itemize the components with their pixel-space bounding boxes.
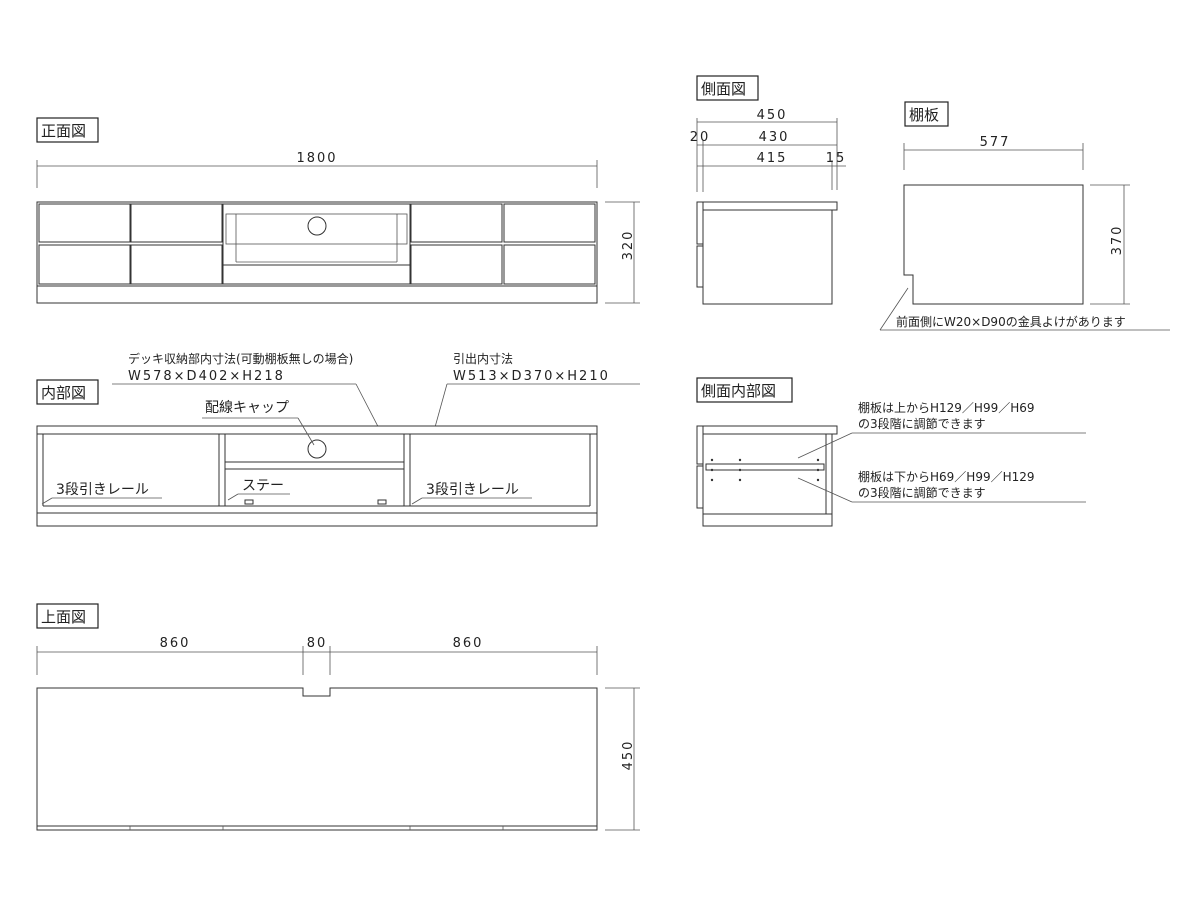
top-width-dimensions: 860 80 860 [36, 636, 598, 675]
interior-title-box [36, 379, 99, 405]
top-depth-label: 450 [621, 740, 636, 771]
shelf-pin-holes [710, 458, 820, 482]
shelf-width-dimension: 577 [903, 135, 1084, 170]
side-total-depth: 450 [757, 108, 788, 123]
front-drawer [38, 203, 131, 243]
front-cable-hole [307, 216, 327, 236]
shelf-depth-label: 370 [1110, 225, 1125, 256]
cable-cap-label: 配線キャップ [205, 400, 289, 416]
side-view: 側面図 450 20 430 415 15 [690, 75, 847, 305]
rail-left-label: 3段引きレール [56, 482, 149, 498]
front-view-title-box [36, 117, 99, 143]
front-drawer [503, 203, 596, 243]
side-note-2-line-2: の3段階に調節できます [858, 485, 986, 500]
front-center-opening [222, 203, 411, 275]
side-front-depth: 20 [690, 130, 711, 145]
deck-inner-size: W578×D402×H218 [128, 369, 285, 384]
front-view-title: 正面図 [41, 122, 86, 140]
side-back-depth: 15 [826, 151, 847, 166]
stay-label: ステー [242, 478, 284, 494]
side-body-depth: 430 [759, 130, 790, 145]
shelf-title: 棚板 [909, 106, 939, 124]
side-dimensions: 450 20 430 415 15 [690, 108, 847, 192]
top-view: 上面図 860 80 860 450 [36, 603, 640, 831]
top-board [36, 687, 598, 831]
interior-view: 内部図 デッキ収納部内寸法(可動棚板無しの場合) W578×D402×H218 … [36, 351, 640, 527]
front-drawer [130, 203, 223, 243]
side-view-title-box [696, 75, 759, 101]
drawer-inner-size: W513×D370×H210 [453, 369, 610, 384]
front-drawer [503, 244, 596, 285]
shelf-width-label: 577 [980, 135, 1011, 150]
front-drawer [38, 244, 131, 285]
drawer-inner-title: 引出内寸法 [453, 352, 513, 366]
front-height-label: 320 [621, 230, 636, 261]
side-interior-title: 側面内部図 [701, 382, 776, 400]
top-left-width: 860 [160, 636, 191, 651]
front-view: 正面図 1800 320 [36, 117, 640, 304]
deck-inner-title: デッキ収納部内寸法(可動棚板無しの場合) [128, 351, 353, 366]
side-interior-title-box [696, 377, 793, 403]
front-width-label: 1800 [296, 151, 337, 166]
side-cabinet [696, 201, 838, 305]
front-drawer [130, 244, 223, 285]
side-note-1-line-1: 棚板は上からH129／H99／H69 [858, 400, 1035, 415]
side-inner-depth: 415 [757, 151, 788, 166]
side-note-2-line-1: 棚板は下からH69／H99／H129 [858, 469, 1035, 484]
front-width-dimension: 1800 [36, 151, 598, 188]
side-interior-shelf [705, 463, 825, 471]
shelf-depth-dimension: 370 [1090, 184, 1130, 305]
side-view-title: 側面図 [701, 80, 746, 98]
side-note-1-line-2: の3段階に調節できます [858, 416, 986, 431]
shelf-note: 前面側にW20×D90の金具よけがあります [896, 314, 1126, 329]
top-view-title: 上面図 [41, 608, 86, 626]
top-depth-dimension: 450 [605, 687, 640, 831]
rail-right-label: 3段引きレール [426, 482, 519, 498]
interior-title: 内部図 [41, 384, 86, 402]
top-view-title-box [36, 603, 99, 629]
interior-shelf [224, 461, 405, 470]
side-interior-cabinet [696, 425, 838, 527]
top-right-width: 860 [453, 636, 484, 651]
shelf-title-box [904, 101, 949, 127]
shelf-board [903, 184, 1084, 305]
side-interior-view: 側面内部図 棚板は上からH129／H99／H69 の3段階に調節できます 棚板は… [696, 377, 1086, 527]
front-drawer [410, 203, 503, 243]
front-drawer [410, 244, 503, 285]
shelf-view: 棚板 577 370 前面側にW20×D90の金具よけがあります [879, 101, 1170, 331]
interior-cable-cap [307, 439, 327, 459]
front-height-dimension: 320 [605, 201, 640, 304]
top-center-width: 80 [307, 636, 328, 651]
interior-cabinet [36, 425, 598, 527]
